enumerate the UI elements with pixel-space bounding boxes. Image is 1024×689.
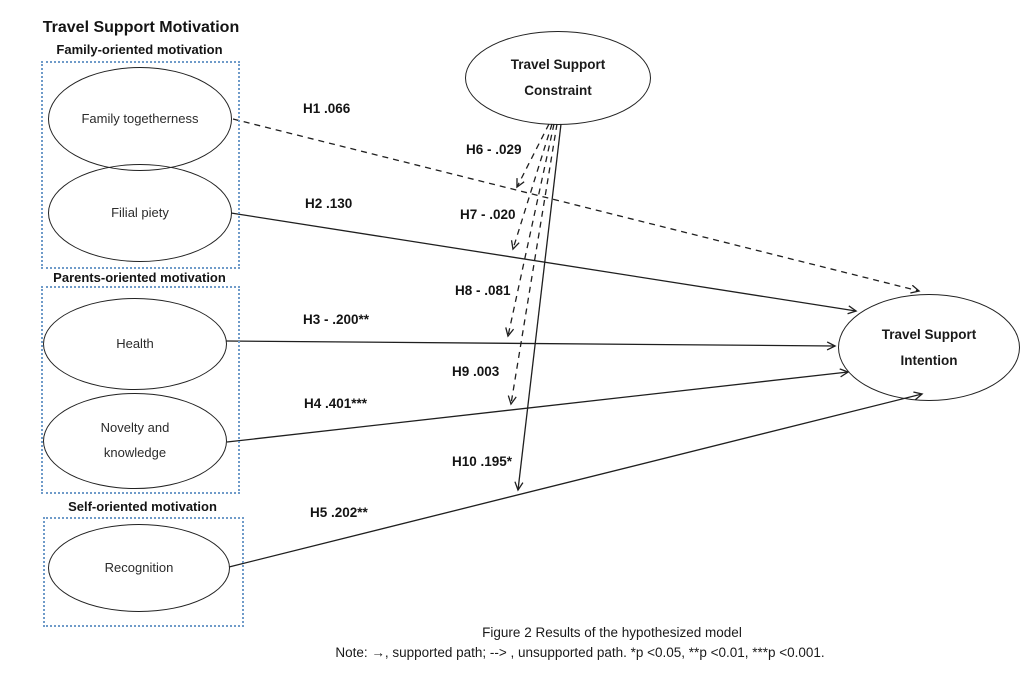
edge-label-h1: H1 .066: [303, 101, 351, 116]
group-heading-parents: Parents-oriented motivation: [53, 270, 226, 285]
group-heading-self: Self-oriented motivation: [68, 499, 217, 514]
edge-h9: [511, 123, 558, 404]
node-label: Family togetherness: [81, 110, 199, 126]
edge-h8: [508, 123, 555, 336]
edge-label-h7: H7 - .020: [460, 207, 516, 222]
edge-h6: [517, 123, 550, 187]
node-filial-piety: Filial piety: [48, 164, 232, 262]
edge-label-h2: H2 .130: [305, 196, 353, 211]
edge-h2: [230, 212, 856, 311]
edge-label-h10: H10 .195*: [452, 454, 513, 469]
node-travel-support-constraint: Travel Support Constraint: [465, 31, 651, 125]
group-box-self: [43, 517, 244, 627]
node-health: Health: [43, 298, 227, 390]
edge-h1: [232, 118, 919, 291]
node-label: Filial piety: [111, 204, 169, 220]
figure-caption: Figure 2 Results of the hypothesized mod…: [482, 625, 742, 640]
node-label: Health: [116, 335, 154, 351]
node-label: Novelty and knowledge: [100, 420, 170, 460]
node-label: Recognition: [104, 559, 174, 575]
edge-label-h5: H5 .202**: [310, 505, 368, 520]
group-box-parents: [41, 286, 240, 494]
edge-label-h8: H8 - .081: [455, 283, 511, 298]
node-recognition: Recognition: [48, 524, 230, 612]
group-box-family: [41, 61, 240, 269]
model-title: Travel Support Motivation: [42, 19, 240, 36]
edge-h3: [225, 340, 835, 346]
edge-label-h6: H6 - .029: [466, 142, 522, 157]
edge-label-h3: H3 - .200**: [303, 312, 370, 327]
node-novelty-knowledge: Novelty and knowledge: [43, 393, 227, 489]
node-label: Travel Support Intention: [881, 326, 977, 368]
group-heading-family: Family-oriented motivation: [56, 42, 223, 57]
edge-h5: [228, 394, 922, 568]
edge-h10: [518, 123, 562, 490]
edge-label-h4: H4 .401***: [304, 396, 368, 411]
node-label: Travel Support Constraint: [510, 57, 606, 98]
node-family-togetherness: Family togetherness: [48, 67, 232, 171]
figure-note: Note: →, supported path; --> , unsupport…: [335, 645, 825, 660]
edge-h4: [226, 372, 848, 443]
node-travel-support-intention: Travel Support Intention: [838, 294, 1020, 401]
edge-label-h9: H9 .003: [452, 364, 500, 379]
